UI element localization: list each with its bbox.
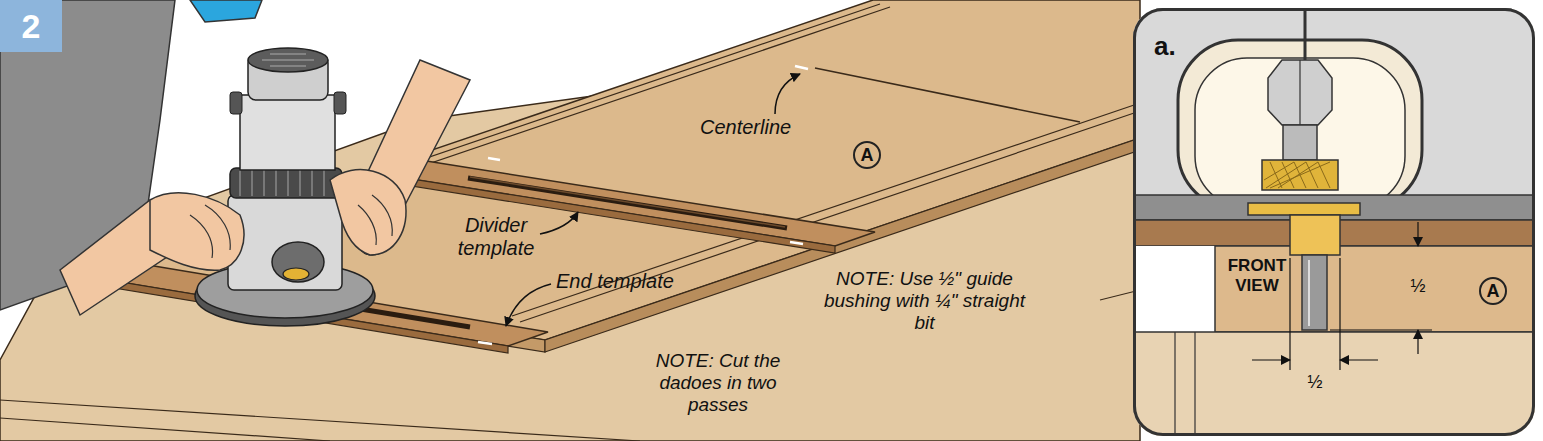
detail-inset-art: [1195, 58, 1405, 208]
part-label: Divider template: [440, 214, 552, 260]
dimension-line: [1340, 359, 1378, 360]
router: [230, 92, 242, 114]
router: [330, 170, 406, 255]
workbench: [0, 400, 640, 441]
detail-inset-art: [1215, 246, 1535, 332]
dimension-line: [1330, 329, 1432, 330]
router: [150, 193, 244, 270]
router: [262, 54, 314, 66]
workpiece: [85, 0, 1140, 352]
divider-template: [488, 158, 500, 160]
part-callout: A: [853, 141, 881, 169]
detail-inset: a. A: [1133, 8, 1535, 436]
end-template: [478, 342, 492, 344]
dimension-line: [1339, 258, 1340, 370]
dimension-label: ½: [1404, 276, 1432, 297]
detail-inset-art: [1290, 215, 1340, 255]
workpiece: [545, 138, 1140, 352]
workpiece: [795, 66, 808, 69]
leader-line: [775, 74, 800, 114]
detail-inset-art: [1178, 40, 1422, 210]
detail-inset-art: [1262, 160, 1338, 190]
router: [334, 92, 346, 114]
router: [230, 168, 342, 198]
divider-template: [380, 158, 875, 253]
step-number: 2: [0, 0, 62, 52]
note-text: NOTE: Cut the dadoes in two passes: [628, 350, 808, 416]
detail-inset-art: [1299, 60, 1300, 125]
leader-line: [506, 74, 800, 326]
detail-letter: a.: [1154, 33, 1176, 59]
detail-inset-art: [1302, 255, 1327, 330]
part-label: End template: [556, 270, 696, 293]
view-label: FRONT VIEW: [1218, 256, 1296, 295]
detail-inset-art: [1248, 203, 1360, 215]
detail-inset-art: [1133, 8, 1535, 436]
workpiece: [85, 0, 1140, 340]
divider-template: [790, 242, 803, 244]
dimension-label: ½: [1301, 372, 1329, 393]
dimension-line: [1289, 258, 1290, 370]
person: [190, 0, 262, 22]
workpiece: [815, 68, 1080, 122]
callout-letter: A: [1487, 282, 1500, 300]
detail-inset-art: [1283, 125, 1317, 160]
leader-line: [540, 212, 578, 234]
router: [240, 170, 324, 196]
leader-label: Centerline: [700, 116, 830, 139]
detail-inset-art: [1133, 332, 1535, 436]
callout-letter: A: [861, 146, 874, 164]
detail-inset-art: [1194, 332, 1195, 436]
detail-inset-art: [1264, 162, 1330, 188]
step-number-text: 2: [22, 9, 41, 43]
dimension-line: [1417, 330, 1418, 354]
detail-inset-art: [1304, 8, 1307, 62]
router: [358, 195, 392, 245]
router: [283, 268, 309, 280]
router: [248, 48, 328, 72]
router: [228, 195, 342, 290]
note-text: NOTE: Use ½" guide bushing with ¼" strai…: [822, 268, 1027, 334]
part-callout: A: [1479, 277, 1507, 305]
dimension-line: [1417, 222, 1418, 246]
dimension-line: [1252, 359, 1290, 360]
router: [60, 48, 470, 326]
divider-template: [380, 160, 875, 246]
detail-inset-art: [1133, 246, 1215, 332]
divider-template: [380, 174, 835, 253]
router: [240, 95, 335, 170]
dimension-line: [1252, 222, 1432, 370]
leader-line: [506, 284, 551, 326]
detail-inset-art: [1174, 332, 1175, 436]
router: [190, 205, 230, 258]
detail-inset-art: [1308, 260, 1310, 326]
router: [272, 242, 324, 282]
detail-inset-art: [1268, 60, 1332, 125]
workbench: [0, 418, 330, 441]
